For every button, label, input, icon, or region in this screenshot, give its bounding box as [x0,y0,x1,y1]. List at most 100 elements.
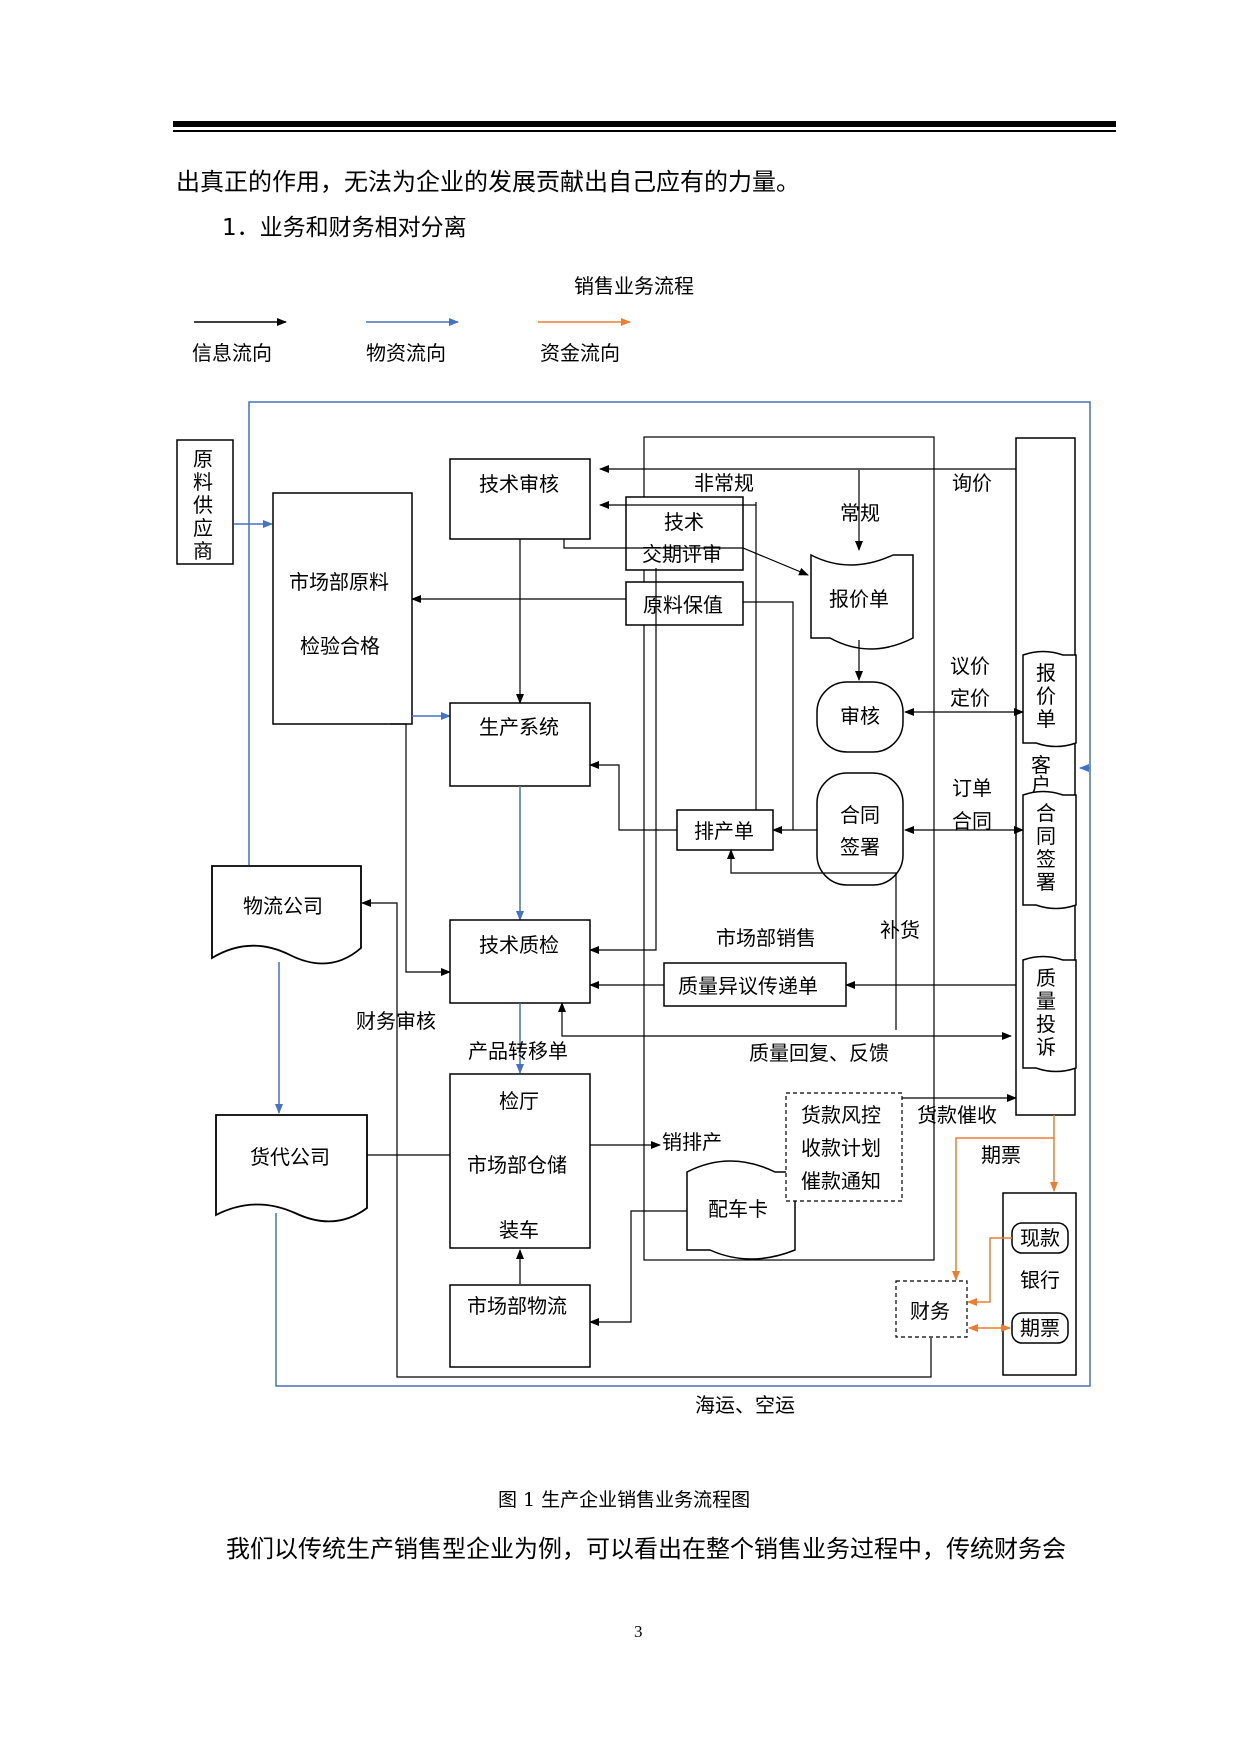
techreview-to-quote-arrow [563,539,809,576]
supplier-char-5: 商 [193,539,213,563]
cust-contract-char-2: 同 [1036,824,1056,848]
label-sales-schedule: 销排产 [662,1130,722,1154]
label-inquiry: 询价 [952,471,992,495]
tech-review-box [449,458,591,540]
warehouse-line-2: 市场部仓储 [467,1153,567,1177]
label-irregular: 非常规 [694,471,754,495]
quality-feedback-arrow [558,1002,1012,1040]
figure-title: 销售业务流程 [574,274,694,298]
mkt-logistics-label: 市场部物流 [467,1294,567,1318]
mkt-logistics-box [449,1284,591,1368]
quality-notice-label: 质量异议传递单 [678,974,818,998]
truckcard-to-mktlogistics-arrow [589,1210,687,1326]
logistics-label: 物流公司 [243,894,323,918]
label-transfer-order: 产品转移单 [468,1039,568,1063]
paragraph-top: 出真正的作用，无法为企业的发展贡献出自己应有的力量。 [176,168,800,196]
label-payment-collection: 货款催收 [917,1103,997,1127]
quote-label: 报价单 [829,587,889,611]
supplier-box [176,439,234,565]
label-shipping: 海运、空运 [695,1393,795,1417]
sales-to-qc-arrow [589,568,657,954]
label-contract: 合同 [952,809,992,833]
forwarder-label: 货代公司 [250,1145,330,1169]
cash-to-finance-arrow [967,1237,1012,1306]
cust-complaint-char-1: 质 [1036,966,1056,990]
legend-material-label: 物资流向 [366,341,446,365]
cust-contract-doc [1022,790,1077,910]
risk-line-1: 货款风控 [801,1103,881,1127]
label-pricing: 定价 [950,686,990,710]
legend-info-label: 信息流向 [192,341,272,365]
cust-contract-char-3: 签 [1036,847,1056,871]
figure-caption: 图 1 生产企业销售业务流程图 [498,1489,751,1511]
market-sales-box [643,436,935,1261]
cust-complaint-char-3: 投 [1036,1012,1056,1036]
cust-quote-char-3: 单 [1036,707,1056,731]
risk-box [785,1092,903,1202]
label-negotiate: 议价 [950,654,990,678]
tech-qc-label: 技术质检 [479,933,559,957]
capital-to-finance-arrow [952,1137,1054,1281]
risk-line-3: 催款通知 [801,1169,881,1193]
label-finance-audit: 财务审核 [356,1009,436,1033]
label-regular: 常规 [840,501,880,525]
schedule-box [676,809,774,851]
contract-box [816,772,904,886]
supplier-char-4: 应 [193,516,213,540]
cust-contract-char-4: 署 [1036,870,1056,894]
schedule-label: 排产单 [694,819,754,843]
cust-quote-char-2: 价 [1036,684,1056,708]
label-quality-feedback: 质量回复、反馈 [749,1041,889,1065]
cust-complaint-char-2: 量 [1036,989,1056,1013]
audit-label: 审核 [840,704,880,728]
raw-value-label: 原料保值 [643,593,723,617]
supplier-char-1: 原 [193,447,213,471]
rawvalue-to-schedule-line [743,601,794,830]
rawcheck-to-qc-arrow [390,723,451,976]
replenish-to-schedule-arrow [727,849,897,1030]
contract-line-2: 签署 [840,835,880,859]
warehouse-line-1: 检厅 [499,1089,539,1113]
cust-quote-doc [1022,650,1077,748]
warehouse-line-3: 装车 [499,1218,539,1242]
paragraph-bottom: 我们以传统生产销售型企业为例，可以看出在整个销售业务过程中，传统财务会 [226,1535,1066,1563]
raw-check-line-1: 市场部原料 [289,570,389,594]
tech-delivery-line-2: 交期评审 [642,542,722,566]
finance-label: 财务 [910,1299,950,1323]
irregular-to-techreview-arrow [599,501,757,846]
cust-complaint-doc [1022,955,1077,1073]
cust-complaint-char-4: 诉 [1036,1035,1056,1059]
cust-quote-char-1: 报 [1036,661,1056,685]
warehouse-box [449,1073,591,1249]
cash-label: 现款 [1020,1226,1060,1250]
label-futures-note: 期票 [981,1143,1021,1167]
label-market-sales: 市场部销售 [716,926,816,950]
tech-qc-box [449,919,591,1004]
tech-review-label: 技术审核 [479,472,559,496]
forwarder-doc [215,1114,368,1223]
supplier-char-2: 料 [193,470,213,494]
contract-line-1: 合同 [840,803,880,827]
tech-delivery-box [625,496,744,571]
section-heading: 1．业务和财务相对分离 [222,215,467,241]
truck-card-doc [686,1160,796,1260]
futures-box [1011,1312,1069,1344]
finance-box [895,1280,968,1338]
truck-card-label: 配车卡 [708,1197,768,1221]
customer-char-1: 客 [1031,753,1051,777]
tech-delivery-line-1: 技术 [664,510,704,534]
label-order: 订单 [952,776,992,800]
header-rule-thin [173,130,1116,132]
production-label: 生产系统 [479,715,559,739]
raw-check-box [272,492,413,725]
finance-audit-line [361,899,932,1378]
raw-value-box [625,581,744,626]
raw-check-line-2: 检验合格 [300,634,380,658]
material-frame [248,401,1091,1387]
label-replenish: 补货 [880,918,920,942]
schedule-to-production-arrow [589,761,677,831]
logistics-doc [211,865,362,965]
bank-label: 银行 [1020,1268,1060,1292]
legend-capital-label: 资金流向 [540,341,620,365]
supplier-char-3: 供 [193,493,213,517]
